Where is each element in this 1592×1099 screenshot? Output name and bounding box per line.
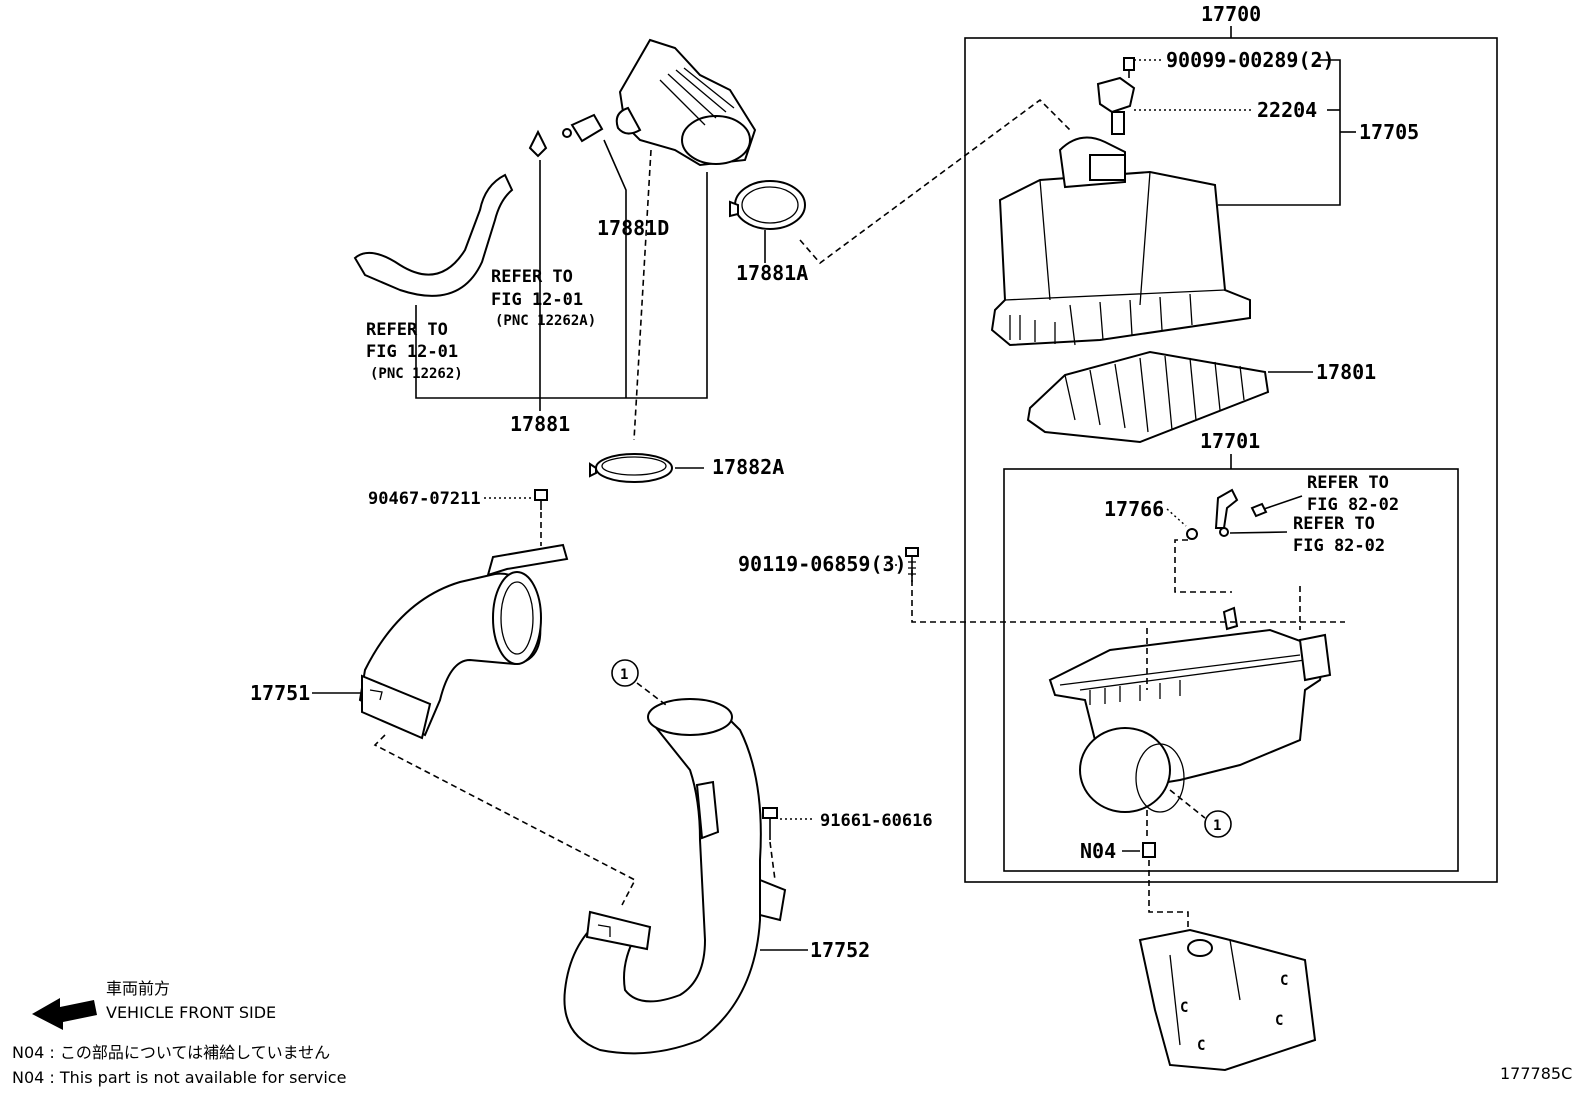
label-17881D: 17881D: [597, 216, 669, 240]
air-pipe-17751: [358, 543, 569, 740]
reference-circle-text: 1: [620, 667, 628, 683]
label-91661: 91661-60616: [820, 811, 933, 831]
svg-text:C: C: [1180, 1000, 1188, 1016]
refer-fig1201-a-line1: REFER TO: [491, 267, 573, 287]
refer-fig1201-a-line3: (PNC 12262A): [495, 313, 596, 329]
svg-text:C: C: [1197, 1038, 1205, 1054]
refer-fig8202-b-line2: FIG 82-02: [1293, 536, 1385, 556]
breather-hose: [353, 173, 514, 297]
airflow-sensor-22204: [1096, 76, 1136, 135]
reference-circle-mark: [611, 659, 639, 687]
label-17701: 17701: [1200, 429, 1260, 453]
air-cleaner-case: [1048, 606, 1332, 813]
label-N04: N04: [1080, 839, 1116, 863]
air-intake-hose: [615, 38, 757, 167]
clip-N04: [1142, 842, 1156, 858]
svg-text:C: C: [1275, 1013, 1283, 1029]
bolt-91661: [762, 807, 778, 840]
refer-fig1201-b-line1: REFER TO: [366, 320, 448, 340]
direction-label-jp: 車両前方: [106, 979, 170, 998]
refer-fig1201-a-line2: FIG 12-01: [491, 290, 583, 310]
N04-note-en: N04 : This part is not available for ser…: [12, 1068, 346, 1087]
bracket-17766: [1186, 488, 1268, 540]
refer-fig8202-b-line1: REFER TO: [1293, 514, 1375, 534]
N04-note-jp: N04 : この部品については補給していません: [12, 1043, 330, 1062]
hose-fitting-17881D: [562, 113, 604, 143]
label-90119: 90119-06859(3): [738, 552, 907, 576]
label-17881: 17881: [510, 412, 570, 436]
label-17700: 17700: [1201, 2, 1261, 26]
label-90099: 90099-00289(2): [1166, 48, 1335, 72]
air-pipe-17752: [563, 698, 787, 1055]
label-17751: 17751: [250, 681, 310, 705]
refer-fig1201-b-line2: FIG 12-01: [366, 342, 458, 362]
label-17705: 17705: [1359, 120, 1419, 144]
label-90467: 90467-07211: [368, 489, 481, 509]
bolt-90099: [1123, 57, 1135, 78]
mount-bracket: C C C C: [1138, 928, 1317, 1072]
refer-fig8202-a-line2: FIG 82-02: [1307, 495, 1399, 515]
bolt-90119: [905, 547, 919, 582]
reference-circle-text-2: 1: [1213, 818, 1221, 834]
label-17801: 17801: [1316, 360, 1376, 384]
arrow-left-icon: [32, 998, 97, 1030]
refer-fig1201-b-line3: (PNC 12262): [370, 366, 463, 382]
figure-code: 177785C: [1500, 1064, 1572, 1083]
air-cleaner-cap: [990, 136, 1251, 347]
label-17881A: 17881A: [736, 261, 808, 285]
direction-label-en: VEHICLE FRONT SIDE: [106, 1003, 276, 1022]
label-17766: 17766: [1104, 497, 1164, 521]
hose-clamp-17881A: [729, 180, 806, 230]
air-filter-element: [1026, 350, 1270, 444]
label-22204: 22204: [1257, 98, 1317, 122]
refer-fig8202-a-line1: REFER TO: [1307, 473, 1389, 493]
hose-clamp-17882A: [589, 453, 673, 483]
reference-circle-mark-2: [1204, 810, 1232, 838]
svg-text:C: C: [1280, 973, 1288, 989]
bolt-90467: [534, 489, 548, 510]
small-clip: [528, 129, 548, 158]
label-17752: 17752: [810, 938, 870, 962]
label-17882A: 17882A: [712, 455, 784, 479]
